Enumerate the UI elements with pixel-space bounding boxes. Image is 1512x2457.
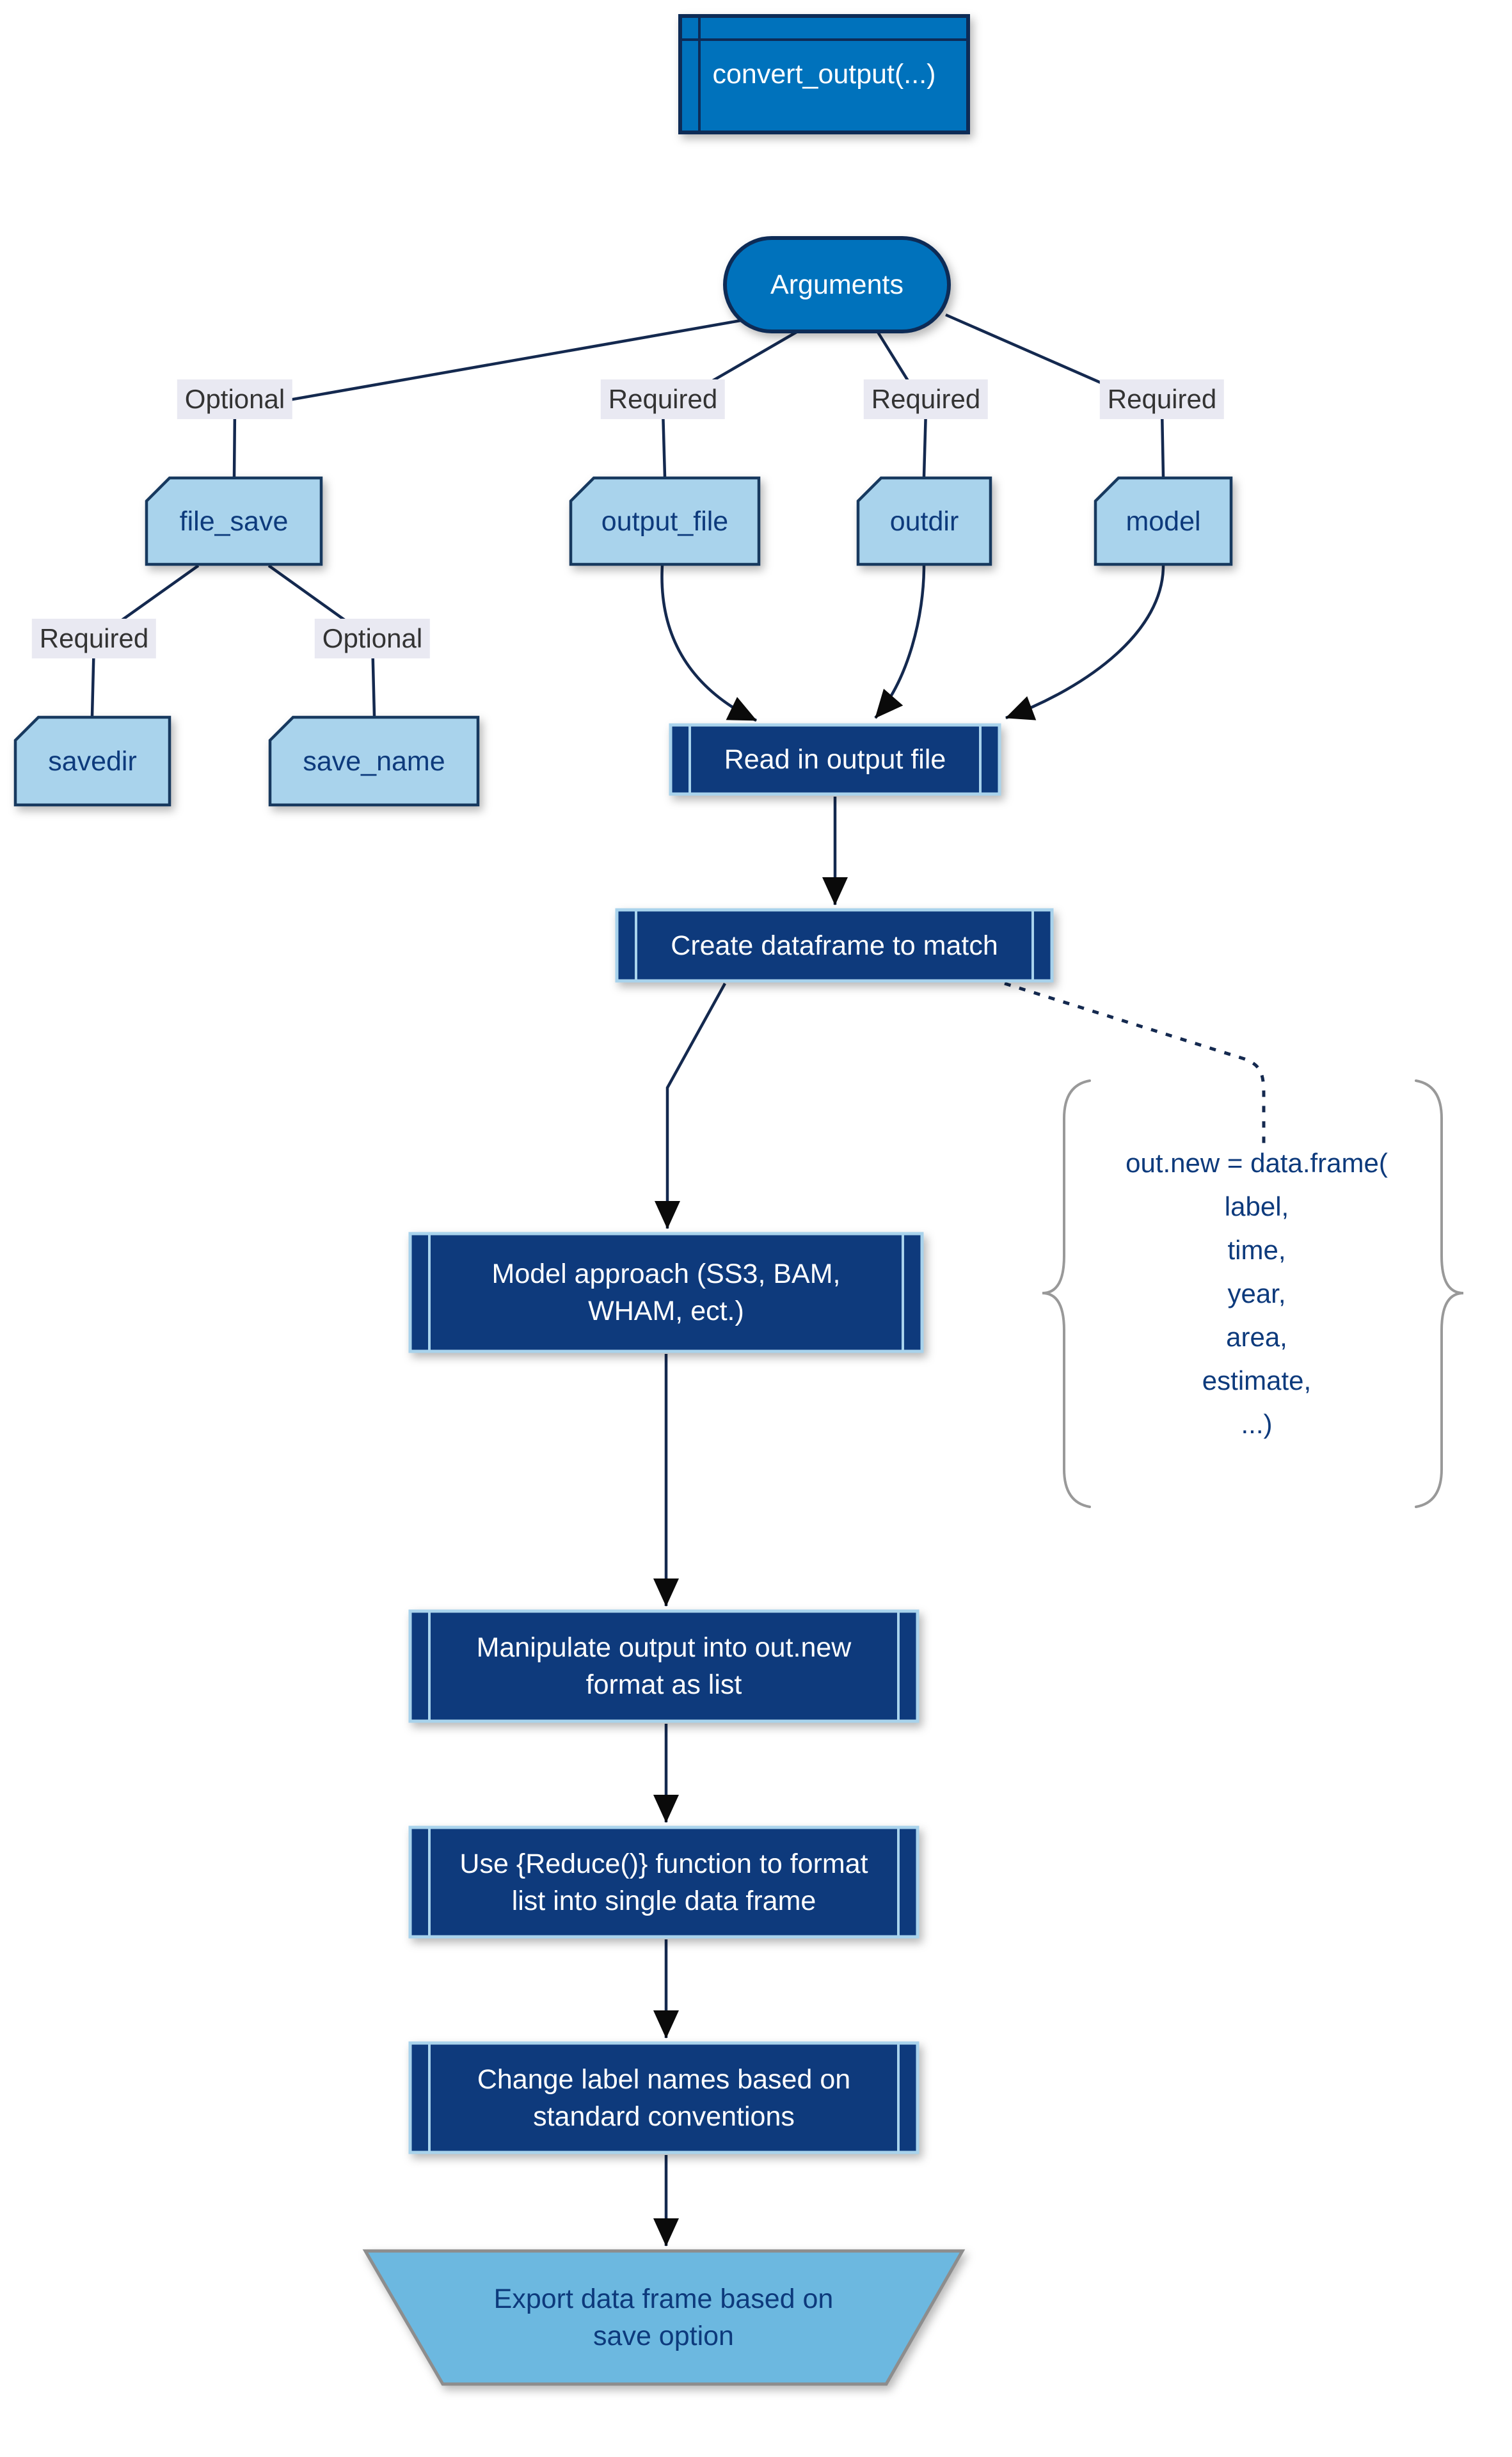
edge-label-required-output-file: Required: [600, 379, 726, 419]
note-braces: [1042, 1079, 1464, 1508]
node-outdir-shape: [856, 476, 992, 566]
node-create-dataframe-shape: [615, 908, 1054, 983]
edge-outdir-read: [874, 565, 926, 719]
node-model-approach-shape: [408, 1232, 924, 1353]
node-shapes: [13, 14, 1233, 2386]
edge-output-file-read: [660, 565, 757, 722]
node-file-save-shape: [145, 476, 323, 566]
note-line: estimate,: [1202, 1365, 1312, 1395]
edge-create-model-approach: [655, 982, 726, 1229]
note-line: out.new = data.frame(: [1126, 1148, 1388, 1178]
node-export-shape: [362, 2249, 966, 2386]
node-output-file-shape: [569, 476, 761, 566]
node-arguments-shape: [723, 236, 951, 333]
node-convert-output-shape: [678, 14, 970, 134]
node-save-name-shape: [268, 715, 480, 807]
note-line: ...): [1241, 1409, 1273, 1439]
note-line: time,: [1227, 1235, 1286, 1265]
node-read-output-shape: [669, 723, 1001, 796]
note-line: year,: [1227, 1278, 1286, 1308]
edge-label-optional-save-name: Optional: [314, 619, 431, 658]
edge-label-required-model: Required: [1099, 379, 1225, 419]
node-change-labels-shape: [408, 2041, 919, 2154]
note-line: label,: [1224, 1191, 1289, 1221]
note-line: area,: [1226, 1322, 1287, 1352]
edge-model-read: [1005, 565, 1165, 720]
edge-label-required-savedir: Required: [31, 619, 157, 658]
edge-create-note-dotted: [1004, 982, 1266, 1145]
edge-label-required-outdir: Required: [863, 379, 989, 419]
edge-label-optional-file-save: Optional: [177, 379, 293, 419]
right-brace: [1415, 1079, 1464, 1508]
node-model-shape: [1094, 476, 1233, 566]
node-manipulate-shape: [408, 1609, 919, 1723]
node-reduce-shape: [408, 1825, 919, 1939]
left-brace: [1042, 1079, 1091, 1508]
note-out-new: out.new = data.frame( label, time, year,…: [1097, 1141, 1417, 1446]
node-savedir-shape: [13, 715, 171, 807]
